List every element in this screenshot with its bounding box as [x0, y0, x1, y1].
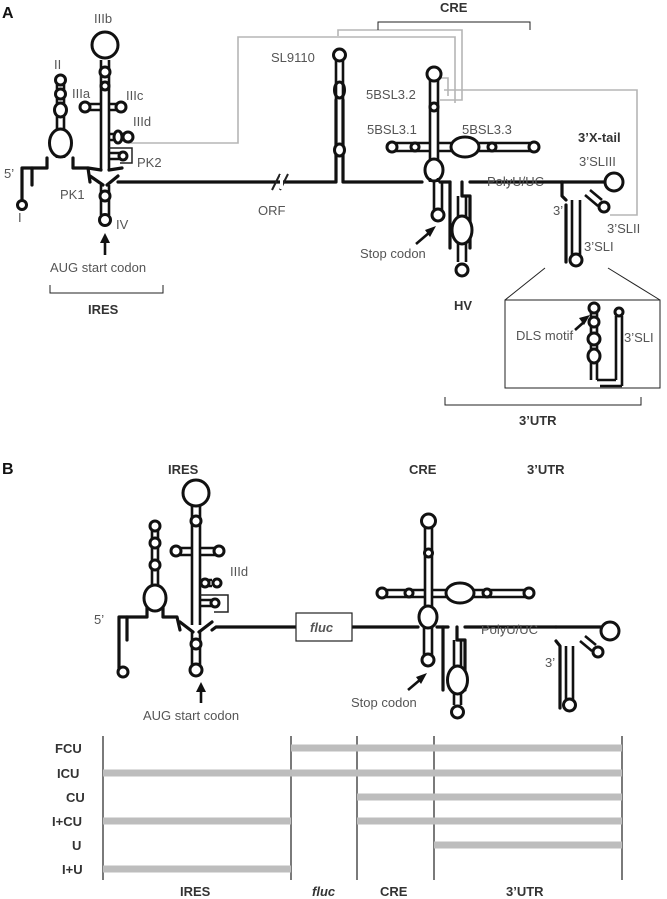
domain-iv-label: IV — [116, 217, 129, 232]
utr-label-a: 3’UTR — [519, 413, 557, 428]
stop-label-a: Stop codon — [360, 246, 426, 261]
5bsl31-label: 5BSL3.1 — [367, 122, 417, 137]
panel-a-letter: A — [2, 5, 14, 22]
aug-arrow-a — [100, 233, 110, 255]
stop-label-b: Stop codon — [351, 695, 417, 710]
sl9110-label: SL9110 — [271, 50, 315, 65]
domain-iiic-label: IIIc — [126, 88, 144, 103]
domain-ii — [48, 73, 73, 159]
stem-loop-i-b — [116, 615, 130, 679]
construct-label-icu-plus: I+CU — [52, 814, 82, 829]
domain-iii — [78, 30, 135, 187]
sli-label: 3’SLI — [584, 239, 614, 254]
5bsl32-label: 5BSL3.2 — [366, 87, 416, 102]
three-prime-b: 3’ — [545, 655, 555, 670]
rna-backbone-b — [125, 603, 450, 632]
fluc-box — [295, 612, 353, 642]
dls-arrow — [574, 315, 590, 331]
construct-label-icu: ICU — [57, 766, 79, 781]
domain-iiid-label: IIId — [133, 114, 151, 129]
construct-label-iu: I+U — [62, 862, 83, 877]
cre-structure-b — [375, 512, 558, 720]
region-label-ires: IRES — [180, 884, 211, 899]
construct-label-fcu: FCU — [55, 741, 82, 756]
rna-backbone-a — [30, 98, 452, 191]
polyu-label-b: PolyU/UC — [481, 622, 538, 637]
hv-label: HV — [454, 298, 472, 313]
dls-label: DLS motif — [516, 328, 573, 343]
orf-label: ORF — [258, 203, 286, 218]
cre-label-a: CRE — [440, 0, 468, 15]
cre-structure-a — [385, 65, 564, 278]
aug-label-a: AUG start codon — [50, 260, 146, 275]
region-label-utr: 3’UTR — [506, 884, 544, 899]
region-label-cre: CRE — [380, 884, 408, 899]
sl-i-label: I — [18, 210, 22, 225]
inset-sli-label: 3’SLI — [624, 330, 654, 345]
x-tail-structure — [560, 171, 625, 268]
panel-b-letter: B — [2, 461, 14, 478]
construct-table — [102, 736, 623, 880]
x-tail-label: 3’X-tail — [578, 130, 621, 145]
domain-iiid-label-b: IIId — [230, 564, 248, 579]
cre-bracket — [377, 21, 531, 30]
long-range-interaction-lines — [128, 29, 638, 216]
region-label-fluc: fluc — [312, 884, 336, 899]
x-tail-structure-b — [554, 620, 621, 713]
pk2-label: PK2 — [137, 155, 162, 170]
utr-header-b: 3’UTR — [527, 462, 565, 477]
utr-bracket-a — [444, 397, 642, 406]
polyu-label-a: PolyU/UC — [487, 174, 544, 189]
domain-iiia-label: IIIa — [72, 86, 91, 101]
sliii-label: 3’SLIII — [579, 154, 616, 169]
dls-inset — [504, 267, 661, 389]
five-prime-b: 5’ — [94, 612, 104, 627]
construct-label-u: U — [72, 838, 81, 853]
construct-label-cu: CU — [66, 790, 85, 805]
aug-arrow-b — [196, 682, 206, 703]
domain-iiib-label: IIIb — [94, 11, 112, 26]
five-prime-a: 5’ — [4, 166, 14, 181]
domain-ii-b — [142, 519, 168, 613]
stop-codon-arrow-b — [407, 673, 427, 691]
5bsl33-label: 5BSL3.3 — [462, 122, 512, 137]
ires-bracket-a — [49, 285, 164, 294]
cre-header-b: CRE — [409, 462, 437, 477]
domain-iv — [98, 185, 112, 227]
stop-codon-arrow-a — [415, 226, 436, 245]
three-prime-a: 3’ — [553, 203, 563, 218]
pk1-label: PK1 — [60, 187, 85, 202]
ires-label-a: IRES — [88, 302, 119, 317]
stem-loop-i — [16, 166, 34, 211]
domain-ii-label: II — [54, 57, 61, 72]
domain-iii-b — [169, 478, 229, 678]
sl9110-stem-loop — [332, 47, 347, 158]
slii-label: 3’SLII — [607, 221, 640, 236]
ires-header-b: IRES — [168, 462, 199, 477]
aug-label-b: AUG start codon — [143, 708, 239, 723]
construct-bars — [103, 744, 622, 873]
fluc-label-b: fluc — [310, 620, 334, 635]
